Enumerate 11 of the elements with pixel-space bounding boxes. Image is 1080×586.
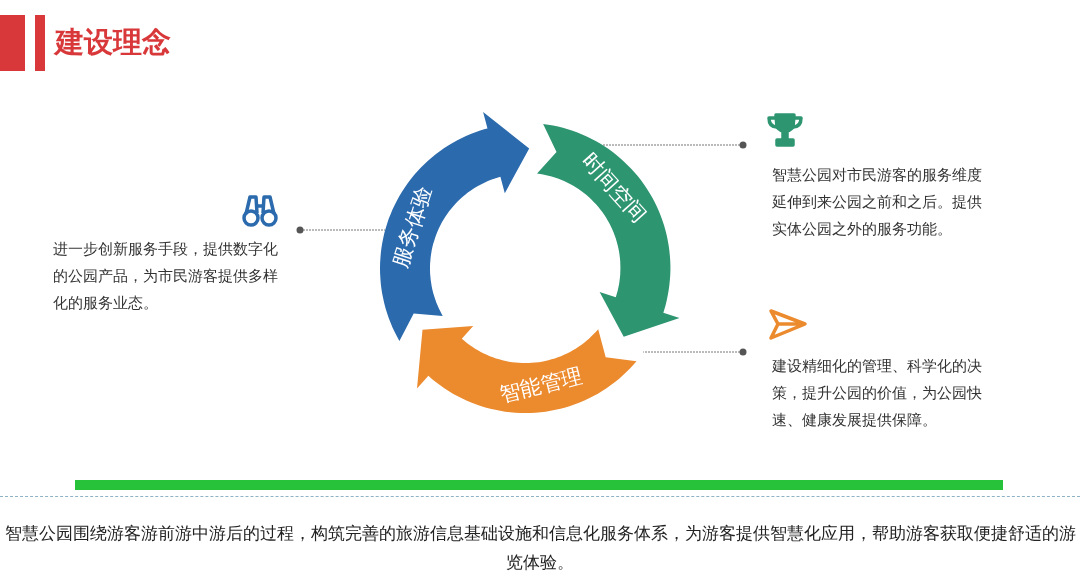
- summary-text: 智慧公园围绕游客游前游中游后的过程，构筑完善的旅游信息基础设施和信息化服务体系，为游客提供智慧化应用，帮助游客获取便捷舒适的游览体验。: [3, 523, 1077, 574]
- leader-line: [601, 141, 747, 149]
- description-text: 智慧公园对市民游客的服务维度延伸到来公园之前和之后。提供实体公园之外的服务功能。: [772, 166, 983, 239]
- segment-label: 时间空间: [576, 147, 653, 229]
- description-text: 建设精细化的管理、科学化的决策，提升公园的价值，为公园快速、健康发展提供保障。: [772, 357, 983, 430]
- segment-label: 智能管理: [496, 362, 587, 409]
- leader-line: [296, 226, 386, 234]
- leader-line: [642, 348, 747, 356]
- description-text: 进一步创新服务手段，提供数字化的公园产品，为市民游客提供多样化的服务业态。: [53, 240, 279, 313]
- slide-title: 建设理念: [55, 24, 171, 61]
- segment-label: 服务体验: [386, 182, 438, 273]
